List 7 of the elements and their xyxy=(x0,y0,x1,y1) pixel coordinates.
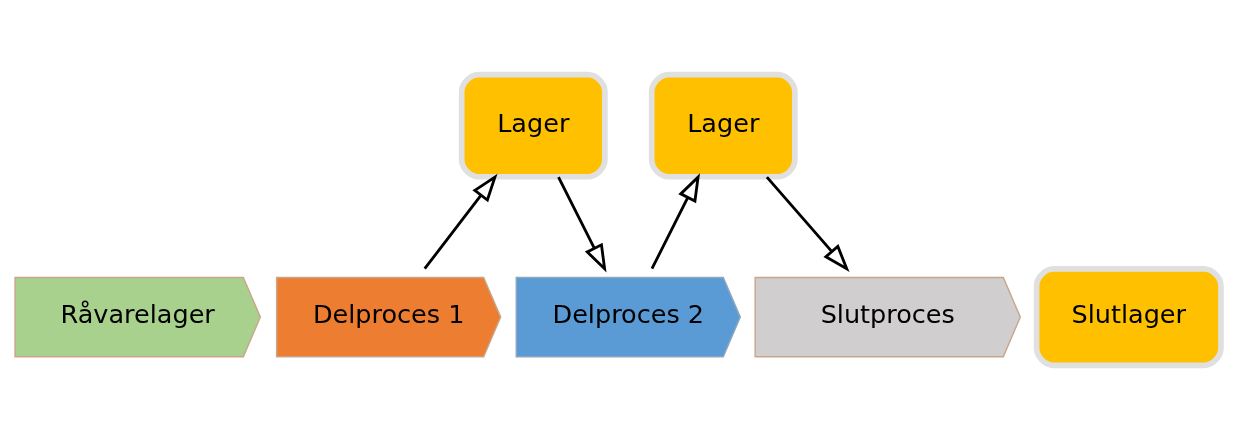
node-box: Lager xyxy=(648,71,798,180)
node-box: Slutlager xyxy=(1033,265,1224,368)
arrow xyxy=(650,172,700,269)
arrow xyxy=(423,173,498,270)
arrow xyxy=(765,175,850,272)
arrow xyxy=(557,176,607,272)
node-box: Lager xyxy=(458,71,608,180)
